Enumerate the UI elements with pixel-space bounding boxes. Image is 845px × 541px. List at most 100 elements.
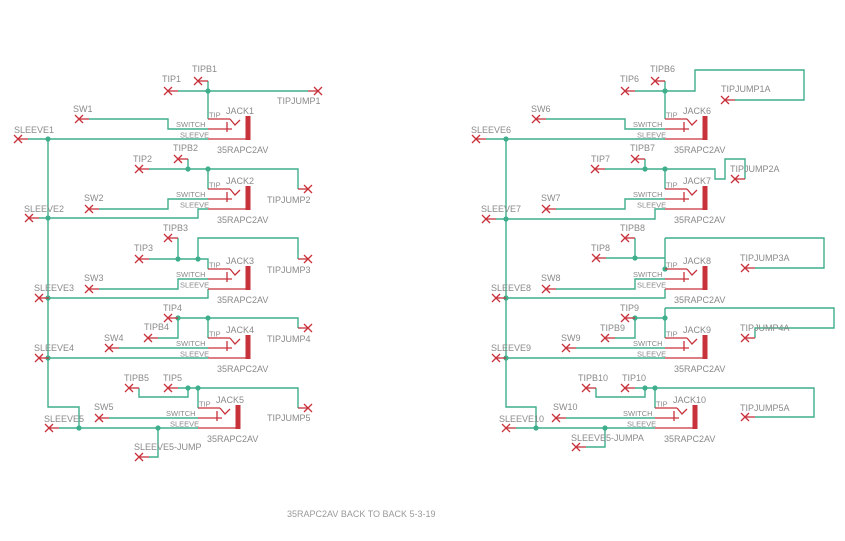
junction-dot	[662, 315, 668, 321]
net-marker-tipb7[interactable]	[630, 154, 645, 164]
net-marker-sw5[interactable]	[94, 413, 109, 423]
net-marker-sw1[interactable]	[74, 114, 89, 124]
net-marker-tipb10[interactable]	[581, 383, 596, 393]
spring-contact	[219, 407, 231, 415]
net-label-tipb6: TIPB6	[650, 64, 675, 74]
net-marker-sw9[interactable]	[561, 343, 576, 353]
net-marker-sleeve2[interactable]	[24, 213, 39, 223]
jack-body	[702, 266, 708, 290]
net-marker-tipb8[interactable]	[620, 233, 635, 243]
net-marker-sw6[interactable]	[531, 114, 546, 124]
net-marker-tipjump5[interactable]	[298, 403, 313, 413]
net-label-tipjump3a: TIPJUMP3A	[740, 253, 790, 263]
net-marker-tipb2[interactable]	[173, 154, 188, 164]
net-marker-sleeve5jumpa[interactable]	[571, 442, 586, 452]
jack-body	[245, 186, 251, 210]
junction-dot	[503, 136, 509, 142]
net-marker-tipjump3a[interactable]	[740, 263, 755, 273]
jack-body	[692, 405, 698, 429]
net-marker-sleeve1[interactable]	[13, 134, 28, 144]
net-marker-tip3[interactable]	[134, 254, 149, 264]
net-marker-tipjump5a[interactable]	[740, 412, 755, 422]
net-marker-tipjump1a[interactable]	[720, 95, 735, 105]
net-marker-sleeve5jump[interactable]	[134, 452, 149, 462]
net-marker-tipb5[interactable]	[124, 383, 139, 393]
net-marker-tipb1[interactable]	[193, 76, 208, 86]
net-marker-sleeve9[interactable]	[491, 353, 506, 363]
net-label-sw6: SW6	[531, 104, 551, 114]
net-marker-tipjump4a[interactable]	[740, 333, 755, 343]
switch-pin-label: SWITCH	[633, 270, 663, 279]
net-marker-tipjump4[interactable]	[298, 323, 313, 333]
net-marker-tipjump2a[interactable]	[730, 174, 745, 184]
net-label-tipb10: TIPB10	[578, 373, 608, 383]
net-label-sw7: SW7	[541, 193, 561, 203]
net-marker-tip2[interactable]	[134, 164, 149, 174]
net-label-tipb4: TIPB4	[144, 322, 169, 332]
net-marker-tipjump2[interactable]	[298, 184, 313, 194]
junction-dot	[602, 425, 608, 431]
net-label-sleeve1: SLEEVE1	[14, 125, 54, 135]
net-label-tipb8: TIPB8	[620, 223, 645, 233]
net-label-tipjump4a: TIPJUMP4A	[740, 323, 790, 333]
net-marker-sw3[interactable]	[84, 284, 99, 294]
net-marker-tip7[interactable]	[590, 164, 605, 174]
jack-name: JACK10	[673, 395, 706, 405]
net-label-tipjump2a: TIPJUMP2A	[730, 164, 780, 174]
spring-contact	[686, 118, 698, 126]
net-marker-sleeve10[interactable]	[501, 423, 516, 433]
jack-name: JACK8	[683, 256, 711, 266]
net-marker-sw7[interactable]	[541, 204, 556, 214]
net-marker-tipjump1[interactable]	[308, 86, 323, 96]
net-marker-tipb4[interactable]	[143, 333, 158, 343]
net-marker-sw2[interactable]	[84, 204, 99, 214]
net-marker-sw8[interactable]	[541, 284, 556, 294]
net-marker-tip9[interactable]	[620, 313, 635, 323]
net-marker-tipb3[interactable]	[163, 233, 178, 243]
net-marker-sleeve6[interactable]	[471, 134, 486, 144]
net-label-tipb1: TIPB1	[192, 64, 217, 74]
net-marker-sleeve5[interactable]	[44, 423, 59, 433]
net-label-tip2: TIP2	[133, 154, 152, 164]
net-marker-tip6[interactable]	[620, 86, 635, 96]
net-marker-sleeve3[interactable]	[34, 293, 49, 303]
net-marker-tip8[interactable]	[591, 253, 606, 263]
sleeve-pin-label: SLEEVE	[180, 201, 209, 210]
net-label-sleeve3: SLEEVE3	[34, 283, 74, 293]
net-label-sleeve5: SLEEVE5	[44, 414, 84, 424]
net-marker-tipjump3[interactable]	[298, 254, 313, 264]
net-marker-sw10[interactable]	[551, 413, 566, 423]
net-marker-tip1[interactable]	[163, 86, 178, 96]
net-label-sleeve6: SLEEVE6	[471, 125, 511, 135]
net-marker-sleeve4[interactable]	[34, 353, 49, 363]
switch-pin-label: SWITCH	[176, 190, 206, 199]
net-label-tipjump4: TIPJUMP4	[267, 334, 311, 344]
wire	[556, 198, 665, 210]
net-marker-tipb6[interactable]	[650, 76, 665, 86]
junction-dot	[155, 425, 161, 431]
jack-value: 35RAPC2AV	[674, 145, 725, 155]
net-marker-tip5[interactable]	[163, 383, 178, 393]
net-marker-tip10[interactable]	[620, 383, 635, 393]
wire	[605, 158, 746, 180]
wire	[635, 69, 805, 101]
net-marker-sleeve8[interactable]	[491, 293, 506, 303]
tip-pin-label: TIP	[666, 330, 678, 339]
net-marker-tip4[interactable]	[163, 313, 178, 323]
wire	[197, 237, 299, 259]
net-marker-tipb9[interactable]	[600, 333, 615, 343]
net-marker-sleeve7[interactable]	[481, 214, 496, 224]
net-label-sw2: SW2	[84, 193, 104, 203]
net-marker-sw4[interactable]	[104, 343, 119, 353]
spring-contact	[229, 188, 241, 196]
